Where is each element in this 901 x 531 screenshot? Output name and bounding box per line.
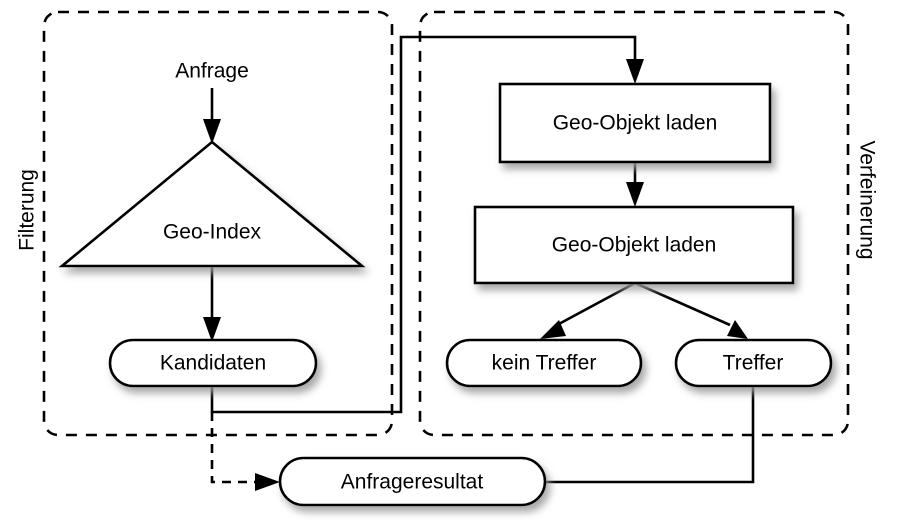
edge-line xyxy=(210,35,637,414)
node-geo-objekt-laden-2-shape xyxy=(473,205,795,285)
node-anfrageresultat-label: Anfrageresultat xyxy=(341,471,484,494)
edge-geoobjekt2-to-treffer xyxy=(634,281,748,339)
node-geo-index-shape xyxy=(58,140,366,268)
edge-kandidaten-to-geoobjekt1 xyxy=(210,35,644,414)
edge-line xyxy=(634,281,731,327)
group-box-filterung xyxy=(42,10,394,437)
node-geo-index[interactable]: Geo-Index xyxy=(58,140,366,268)
node-geo-objekt-laden-2-label: Geo-Objekt laden xyxy=(552,234,717,257)
arrowhead-icon xyxy=(255,473,280,491)
arrowhead-icon xyxy=(626,182,644,207)
node-geo-objekt-laden-1-shape xyxy=(498,82,772,164)
node-anfrage: Anfrage xyxy=(175,60,249,83)
node-kandidaten-shape xyxy=(108,338,318,388)
node-kein-treffer[interactable]: kein Treffer xyxy=(445,338,643,388)
edge-kandidaten-to-anfrageresultat xyxy=(210,412,280,491)
group-label-verfeinerung-text: Verfeinerung xyxy=(855,140,878,259)
edge-treffer-to-anfrageresultat xyxy=(540,382,755,484)
arrowhead-icon xyxy=(203,317,221,342)
node-kein-treffer-shape xyxy=(445,338,643,388)
node-anfrageresultat[interactable]: Anfrageresultat xyxy=(278,456,547,507)
group-label-verfeinerung: Verfeinerung xyxy=(855,140,878,259)
node-geo-index-label: Geo-Index xyxy=(163,221,262,244)
node-kandidaten-label: Kandidaten xyxy=(160,352,266,375)
group-box-verfeinerung xyxy=(418,10,850,437)
node-treffer-label: Treffer xyxy=(723,352,784,375)
edge-line-dashed xyxy=(210,412,256,484)
edge-anfrage-to-geoindex xyxy=(203,88,221,144)
node-treffer[interactable]: Treffer xyxy=(674,338,833,388)
group-label-filterung-text: Filterung xyxy=(16,169,39,251)
arrowhead-icon xyxy=(626,59,644,84)
arrowhead-icon xyxy=(727,320,748,339)
node-kandidaten[interactable]: Kandidaten xyxy=(108,338,318,388)
edge-geoindex-to-kandidaten xyxy=(203,266,221,342)
arrowhead-icon xyxy=(203,119,221,144)
edge-line xyxy=(556,281,636,327)
group-label-filterung: Filterung xyxy=(16,169,39,251)
node-geo-objekt-laden-1-label: Geo-Objekt laden xyxy=(553,112,718,135)
node-kein-treffer-label: kein Treffer xyxy=(492,352,597,375)
node-geo-objekt-laden-2[interactable]: Geo-Objekt laden xyxy=(473,205,795,285)
edge-geoobjekt2-to-keintreffer xyxy=(540,281,636,339)
node-anfrageresultat-shape xyxy=(278,456,547,507)
edge-geoobjekt1-to-geoobjekt2 xyxy=(626,162,644,207)
node-treffer-shape xyxy=(674,338,833,388)
arrowhead-icon xyxy=(540,320,566,339)
node-geo-objekt-laden-1[interactable]: Geo-Objekt laden xyxy=(498,82,772,164)
edge-line xyxy=(540,382,755,484)
